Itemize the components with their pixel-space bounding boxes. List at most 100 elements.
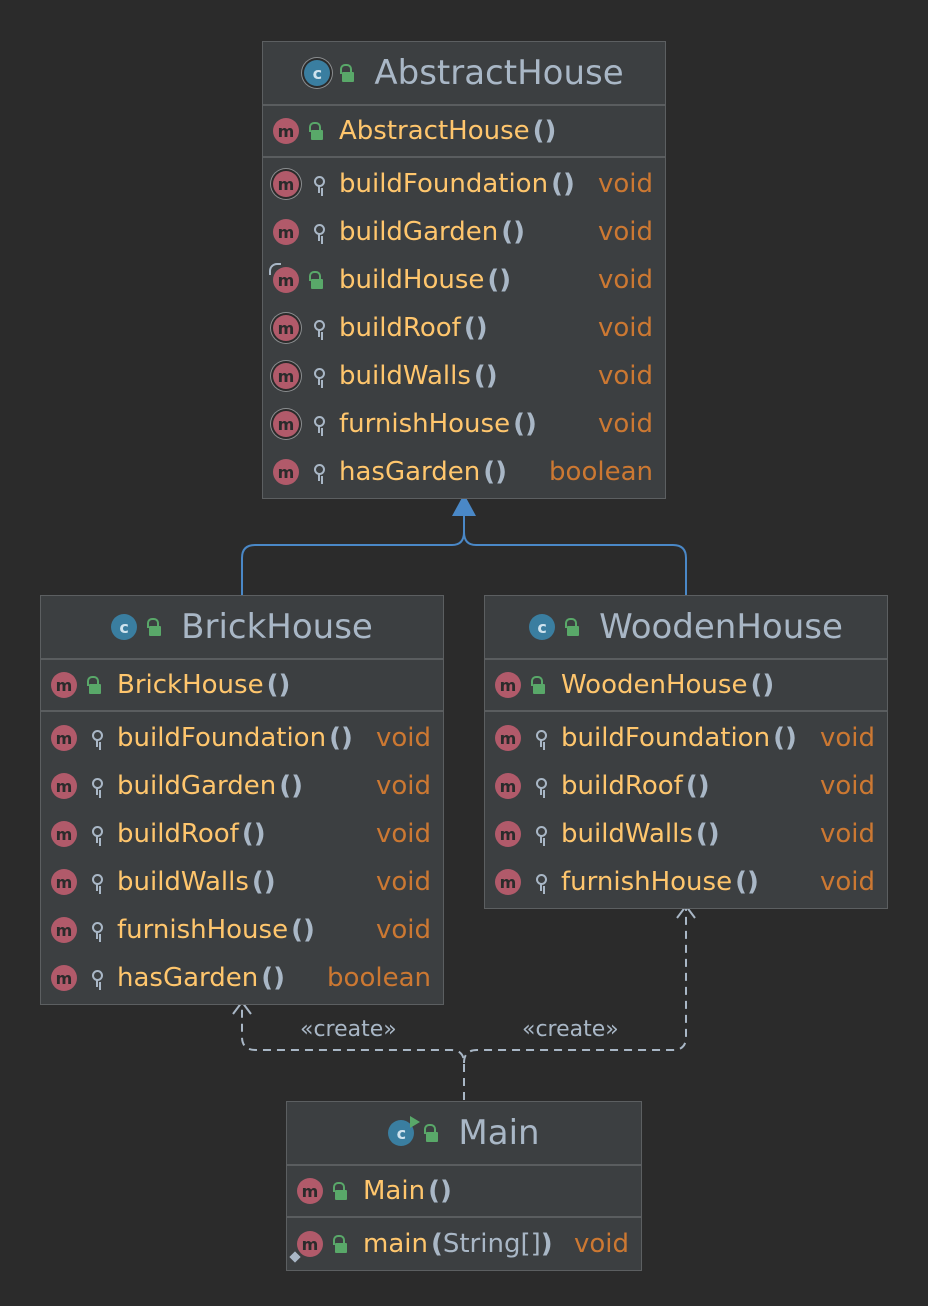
protected-icon (309, 365, 329, 387)
parens: () (291, 915, 315, 945)
inheritance-line-wooden (463, 531, 687, 595)
method-name: furnishHouse (561, 867, 733, 897)
method-row[interactable]: m buildHouse () void (263, 256, 665, 304)
class-wooden-house[interactable]: c WoodenHouse m WoodenHouse () m buildFo… (484, 595, 888, 909)
return-type: void (597, 169, 653, 199)
method-row[interactable]: m buildRoof () void (263, 304, 665, 352)
method-row[interactable]: m buildFoundation () void (41, 714, 443, 762)
return-type: boolean (549, 457, 653, 487)
public-icon (565, 616, 585, 638)
constructor-name: BrickHouse (117, 670, 264, 700)
close-paren: ) (540, 1229, 553, 1259)
public-icon (340, 62, 360, 84)
return-type: void (819, 867, 875, 897)
return-type: void (573, 1229, 629, 1259)
protected-icon (87, 919, 107, 941)
abstract-method-icon: m (273, 171, 299, 197)
return-type: void (597, 217, 653, 247)
class-icon: c (111, 614, 138, 640)
method-row[interactable]: m buildGarden () void (41, 762, 443, 810)
method-name: buildFoundation (561, 723, 771, 753)
method-row[interactable]: m buildWalls () void (485, 810, 887, 858)
class-main[interactable]: c Main m Main () m main ( String[] ) voi… (286, 1101, 642, 1271)
method-icon: m (51, 725, 77, 751)
method-icon-letter: m (277, 270, 295, 290)
parens: () (266, 670, 291, 700)
method-name: furnishHouse (117, 915, 289, 945)
method-icon-letter: m (301, 1234, 319, 1254)
method-row[interactable]: m buildFoundation () void (263, 160, 665, 208)
class-name: WoodenHouse (599, 607, 843, 647)
class-icon: c (529, 614, 556, 640)
method-row[interactable]: m buildFoundation () void (485, 714, 887, 762)
parens: () (735, 867, 759, 897)
method-row[interactable]: m hasGarden () boolean (263, 448, 665, 496)
public-icon (309, 269, 329, 291)
runnable-class-icon: c (388, 1116, 421, 1146)
method-icon: m (297, 1178, 323, 1204)
protected-icon (87, 967, 107, 989)
return-type: void (375, 867, 431, 897)
method-row[interactable]: m furnishHouse () void (41, 906, 443, 954)
method-row[interactable]: m furnishHouse () void (263, 400, 665, 448)
parens: () (750, 670, 775, 700)
method-icon: m (495, 821, 521, 847)
method-name: buildRoof (117, 819, 239, 849)
return-type: boolean (327, 963, 431, 993)
class-name: AbstractHouse (374, 53, 624, 93)
class-name: Main (458, 1113, 540, 1153)
abstract-class-icon: c (304, 60, 331, 86)
method-icon: m (51, 965, 77, 991)
class-header: c Main (287, 1102, 641, 1166)
method-icon: m (273, 459, 299, 485)
constructor-row[interactable]: m BrickHouse () (41, 661, 302, 709)
protected-icon (309, 461, 329, 483)
method-icon: m (495, 672, 521, 698)
method-icon: m (273, 219, 299, 245)
methods-section: m buildFoundation () void m buildGarden … (263, 158, 665, 498)
method-row[interactable]: m buildGarden () void (263, 208, 665, 256)
method-name: buildWalls (339, 361, 471, 391)
method-icon: m (495, 773, 521, 799)
create-dependency-brick (241, 1002, 465, 1100)
static-method-icon: m (289, 1231, 323, 1263)
class-abstract-house[interactable]: c AbstractHouse m AbstractHouse () m bui… (262, 41, 666, 499)
return-type: void (375, 771, 431, 801)
method-icon: m (51, 917, 77, 943)
constructor-row[interactable]: m WoodenHouse () (485, 661, 786, 709)
method-icon: m (495, 869, 521, 895)
method-icon: m (51, 821, 77, 847)
method-row[interactable]: m furnishHouse () void (485, 858, 887, 906)
protected-icon (309, 173, 329, 195)
final-marker-icon (269, 263, 281, 275)
method-name: buildFoundation (117, 723, 327, 753)
class-name: BrickHouse (181, 607, 373, 647)
method-row[interactable]: m buildRoof () void (41, 810, 443, 858)
return-type: void (819, 771, 875, 801)
return-type: void (597, 265, 653, 295)
constructor-section: m Main () (287, 1166, 641, 1218)
method-name: hasGarden (339, 457, 481, 487)
class-header: c WoodenHouse (485, 596, 887, 660)
method-name: buildFoundation (339, 169, 549, 199)
protected-icon (309, 221, 329, 243)
method-name: buildWalls (561, 819, 693, 849)
method-icon: m (51, 773, 77, 799)
return-type: void (375, 723, 431, 753)
method-row[interactable]: m buildWalls () void (263, 352, 665, 400)
constructor-row[interactable]: m AbstractHouse () (263, 107, 568, 155)
constructor-row[interactable]: m Main () (287, 1167, 464, 1215)
abstract-method-icon: m (273, 315, 299, 341)
method-row[interactable]: m hasGarden () boolean (41, 954, 443, 1002)
run-marker-icon (410, 1116, 421, 1128)
method-row[interactable]: m main ( String[] ) void (287, 1220, 641, 1268)
parens: () (551, 169, 575, 199)
constructor-name: AbstractHouse (339, 116, 530, 146)
method-row[interactable]: m buildWalls () void (41, 858, 443, 906)
methods-section: m buildFoundation () void m buildGarden … (41, 712, 443, 1004)
public-icon (333, 1233, 353, 1255)
class-brick-house[interactable]: c BrickHouse m BrickHouse () m buildFoun… (40, 595, 444, 1005)
constructor-section: m BrickHouse () (41, 660, 443, 712)
method-row[interactable]: m buildRoof () void (485, 762, 887, 810)
protected-icon (87, 823, 107, 845)
